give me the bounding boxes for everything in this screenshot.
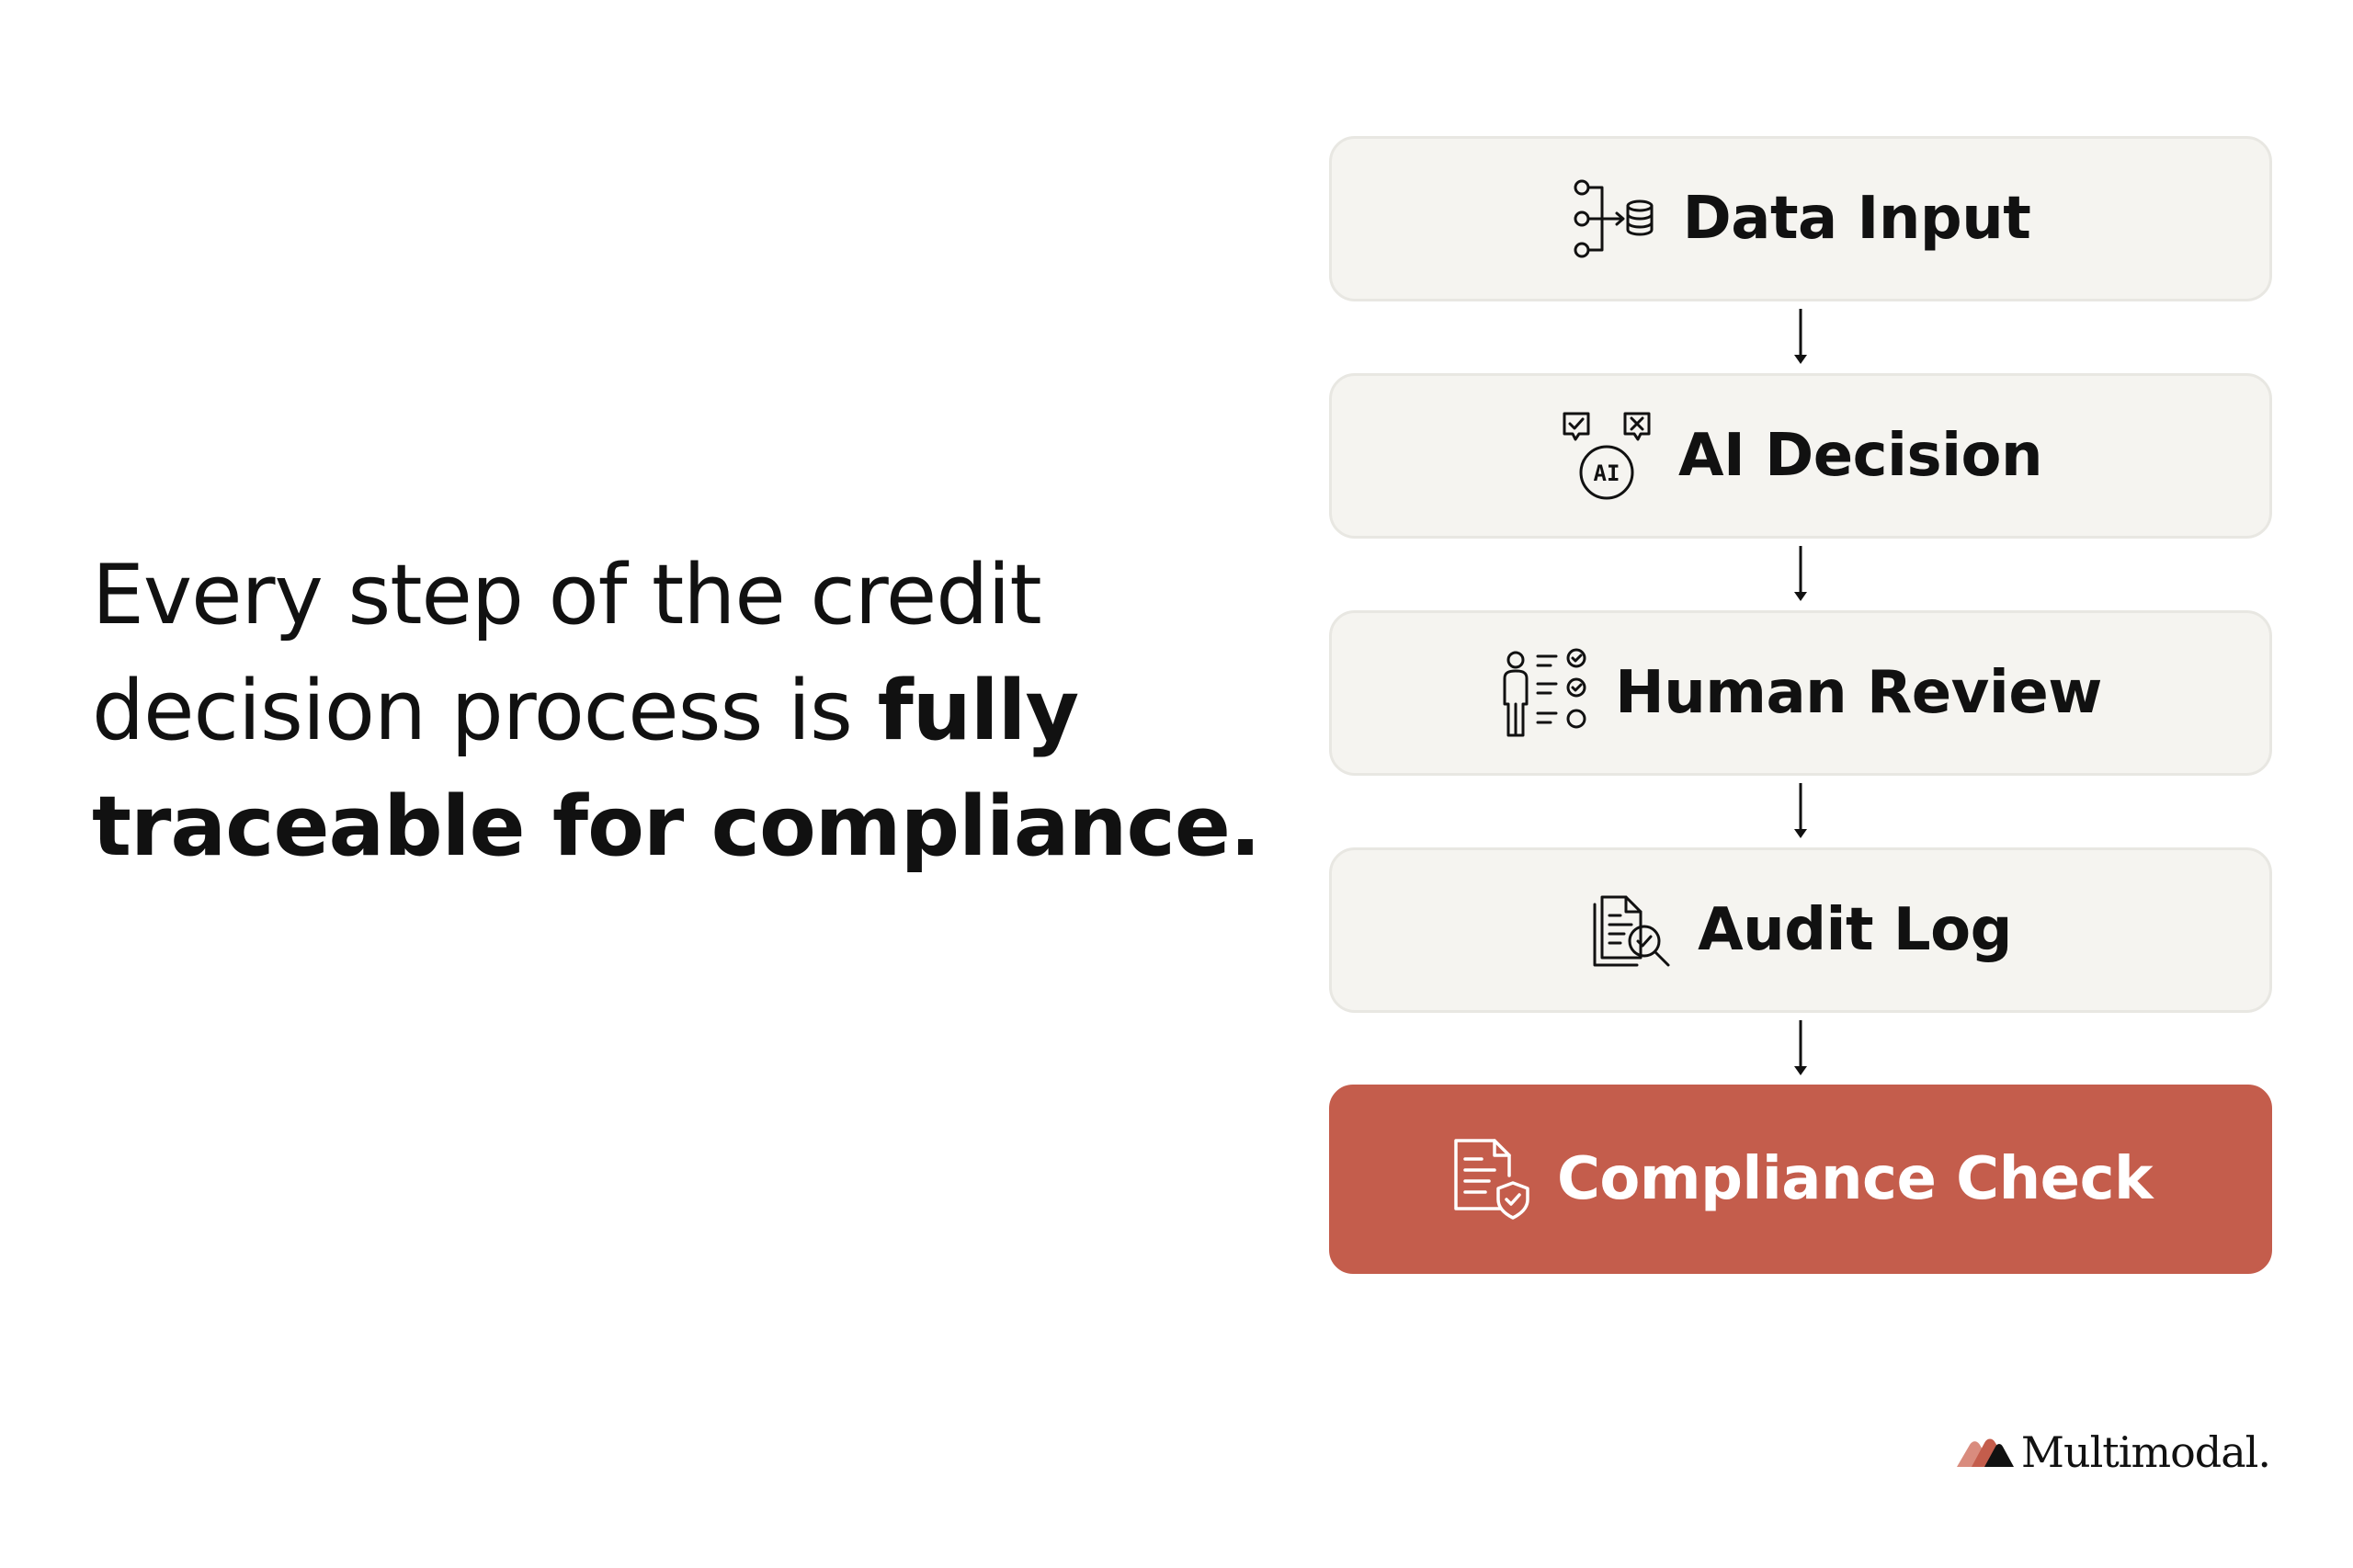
step-label: AI Decision: [1677, 422, 2043, 490]
step-ai-decision: AI AI Decision: [1329, 373, 2272, 539]
step-data-input: Data Input: [1329, 136, 2272, 301]
brand-logo: Multimodal.: [1956, 1427, 2271, 1477]
step-label: Audit Log: [1698, 896, 2012, 964]
headline-bold: fully traceable for compliance.: [92, 663, 1261, 875]
data-flow-database-icon: [1571, 175, 1659, 263]
step-label: Human Review: [1615, 659, 2102, 727]
arrow-down-icon: [1329, 301, 2272, 373]
step-label: Compliance Check: [1556, 1145, 2154, 1213]
headline-regular: Every step of the credit decision proces…: [92, 547, 1042, 759]
brand-name: Multimodal.: [2020, 1427, 2271, 1477]
document-shield-icon: [1449, 1135, 1533, 1223]
step-compliance-check: Compliance Check: [1329, 1085, 2272, 1274]
step-human-review: Human Review: [1329, 610, 2272, 776]
step-label: Data Input: [1682, 185, 2031, 253]
svg-text:AI: AI: [1594, 460, 1620, 486]
step-audit-log: Audit Log: [1329, 847, 2272, 1013]
documents-magnifier-icon: [1589, 888, 1674, 972]
headline: Every step of the credit decision proces…: [92, 538, 1287, 885]
ai-approve-reject-icon: AI: [1559, 408, 1654, 504]
arrow-down-icon: [1329, 1013, 2272, 1085]
arrow-down-icon: [1329, 776, 2272, 847]
process-flow: Data Input AI AI Decision: [1329, 136, 2272, 1274]
arrow-down-icon: [1329, 539, 2272, 610]
multimodal-logo-icon: [1956, 1432, 2016, 1472]
person-checklist-icon: [1499, 647, 1591, 739]
